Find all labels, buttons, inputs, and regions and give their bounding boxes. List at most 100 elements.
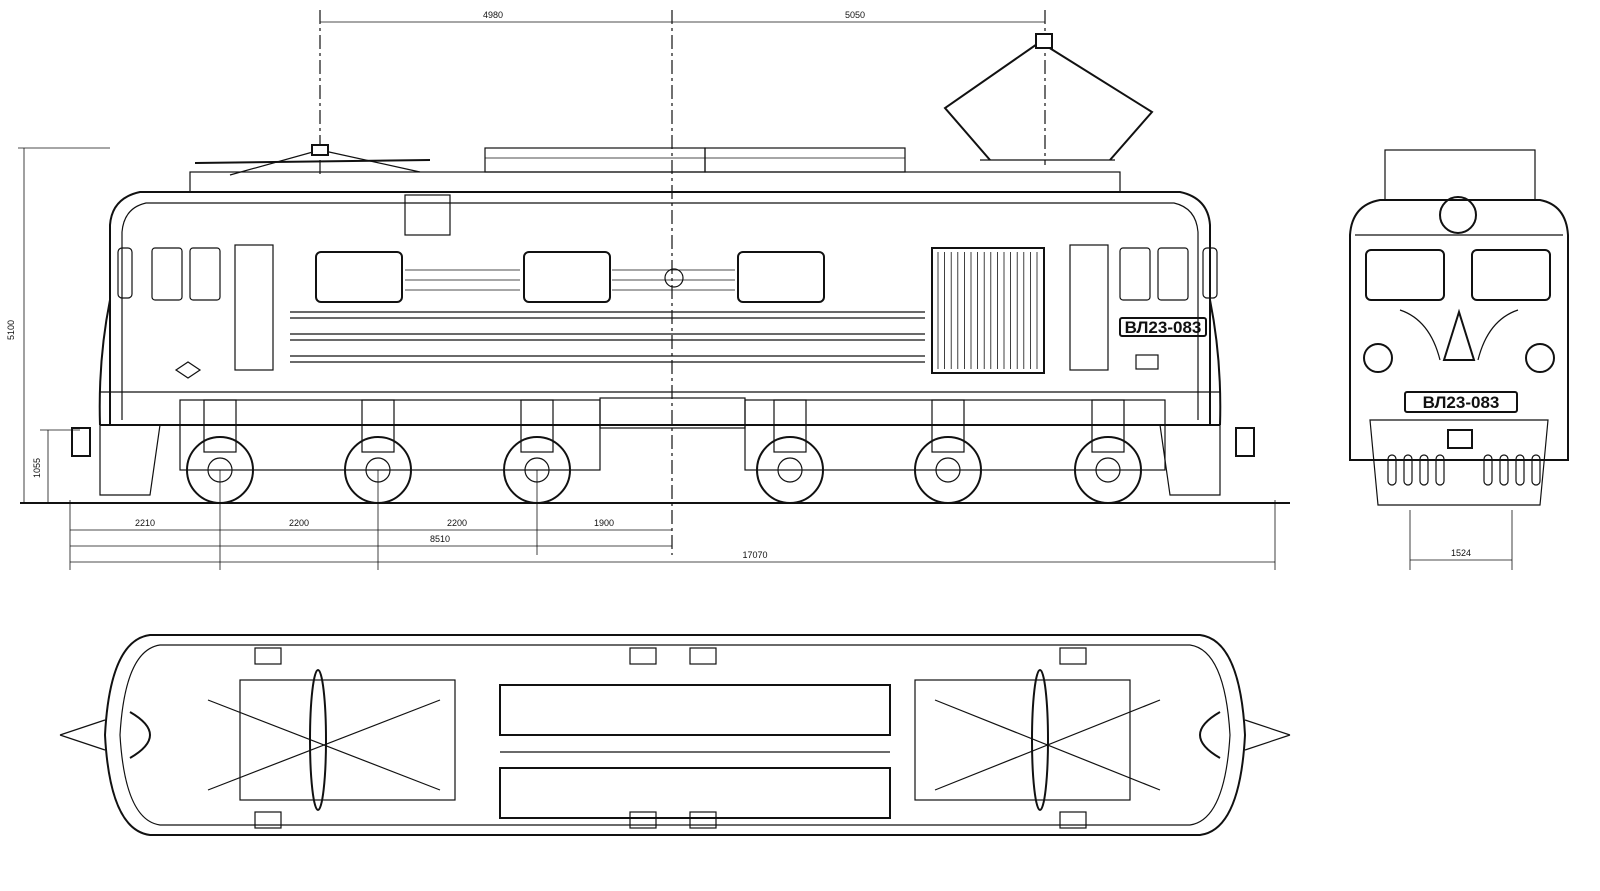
- axle-box: [520, 399, 554, 453]
- side-dimensions: 4980 5050 5100 1055 2210 2200 2200 1900 …: [6, 10, 1276, 570]
- pilot-slot: [1483, 454, 1493, 486]
- roof-box: [629, 811, 657, 829]
- top-bogie-right: [914, 679, 1131, 801]
- body-outline: [109, 191, 1211, 426]
- wheel: [1074, 436, 1142, 504]
- louvre-slats: [937, 252, 1038, 369]
- roof-box: [404, 194, 451, 236]
- bogie-frame-left: [179, 399, 601, 471]
- roof-box: [689, 811, 717, 829]
- wheel: [914, 436, 982, 504]
- side-window-2: [523, 251, 611, 303]
- pantograph-left: [194, 144, 431, 176]
- bogie-coupling: [599, 397, 746, 429]
- pilot-slot: [1387, 454, 1397, 486]
- dim-half-length: 8510: [430, 534, 450, 544]
- pantograph-right: [943, 33, 1154, 161]
- side-view: ВЛ23-083: [20, 10, 1290, 555]
- dim-wheel-3: 2200: [447, 518, 467, 528]
- side-window-1: [315, 251, 403, 303]
- side-stripes: [290, 269, 925, 363]
- top-bogie-left: [239, 679, 456, 801]
- axle-box: [773, 399, 807, 453]
- dim-height-total: 5100: [6, 320, 16, 340]
- nose-left: [98, 299, 111, 426]
- front-number-plate: [1404, 391, 1518, 413]
- dim-gauge: 1524: [1451, 548, 1471, 558]
- pilot-slot: [1531, 454, 1541, 486]
- wheel-hub: [777, 457, 803, 483]
- louvre-grille: [931, 247, 1045, 374]
- roof-box: [629, 647, 657, 665]
- front-window-right: [1471, 249, 1551, 301]
- body-inner-outline: [121, 202, 1199, 420]
- pilot-left: [99, 424, 161, 496]
- front-cheek-lines: [1399, 309, 1519, 361]
- roof-box: [1059, 647, 1087, 665]
- wheel: [756, 436, 824, 504]
- cab-window-left-end: [117, 247, 133, 299]
- buffer-left: [71, 427, 91, 457]
- roof-resistor-right: [704, 147, 906, 173]
- front-view: ВЛ23-083 1524: [1349, 149, 1569, 570]
- cab-window-right-1: [1119, 247, 1151, 301]
- axle-box: [361, 399, 395, 453]
- roof-box: [254, 647, 282, 665]
- cab-window-right-end: [1202, 247, 1218, 299]
- dim-wheel-4: 1900: [594, 518, 614, 528]
- dim-total-length: 17070: [742, 550, 767, 560]
- pilot-slot: [1403, 454, 1413, 486]
- front-roof-equipment: [1384, 149, 1536, 201]
- dim-top-left: 4980: [483, 10, 503, 20]
- side-number-plate-text: ВЛ23-083: [1125, 318, 1202, 337]
- front-body: [1349, 199, 1569, 461]
- wheel-hub: [1095, 457, 1121, 483]
- side-number-plate: [1119, 317, 1207, 337]
- front-window-left: [1365, 249, 1445, 301]
- side-window-3: [737, 251, 825, 303]
- top-roof-boxes: [254, 647, 1087, 829]
- front-pilot: [1369, 419, 1549, 506]
- axle-box: [1091, 399, 1125, 453]
- buffer-right: [1235, 427, 1255, 457]
- dim-wheel-1: 2210: [135, 518, 155, 528]
- cab-door-right: [1069, 244, 1109, 371]
- top-cab-nose-left: [129, 711, 151, 759]
- pilot-right: [1159, 424, 1221, 496]
- roof-box: [689, 647, 717, 665]
- pilot-slot: [1435, 454, 1445, 486]
- front-pilot-slots: [1387, 454, 1541, 486]
- front-coupler: [1447, 429, 1473, 449]
- front-number-plate-text: ВЛ23-083: [1423, 393, 1500, 412]
- front-marker-light-left: [1363, 343, 1393, 373]
- wheelsets: [186, 399, 1142, 504]
- axle-box: [203, 399, 237, 453]
- roof-equipment-base: [189, 171, 1121, 193]
- dim-wheel-2: 2200: [289, 518, 309, 528]
- pilot-slot: [1499, 454, 1509, 486]
- cab-door-left: [234, 244, 274, 371]
- wheel-hub: [935, 457, 961, 483]
- cab-window-right-2: [1157, 247, 1189, 301]
- dim-top-right: 5050: [845, 10, 865, 20]
- roof-box: [1059, 811, 1087, 829]
- pilot-slot: [1515, 454, 1525, 486]
- nose-right: [1209, 299, 1222, 426]
- coat-of-arms-emblem: [664, 268, 684, 288]
- top-body-outline: [103, 634, 1247, 836]
- front-headlight: [1439, 196, 1477, 234]
- pilot-slot: [1419, 454, 1429, 486]
- top-pantograph-right: [1031, 669, 1049, 811]
- roof-box: [254, 811, 282, 829]
- front-marker-light-right: [1525, 343, 1555, 373]
- front-star-emblem: [1442, 308, 1476, 361]
- top-coupler-left: [59, 719, 106, 751]
- top-resistor-lower: [499, 767, 891, 819]
- top-coupler-right: [1244, 719, 1291, 751]
- diamond-badge: [174, 361, 202, 379]
- side-small-plate: [1135, 354, 1159, 370]
- top-body-inner: [119, 644, 1231, 826]
- cab-window-left-2: [189, 247, 221, 301]
- top-view: [59, 634, 1291, 836]
